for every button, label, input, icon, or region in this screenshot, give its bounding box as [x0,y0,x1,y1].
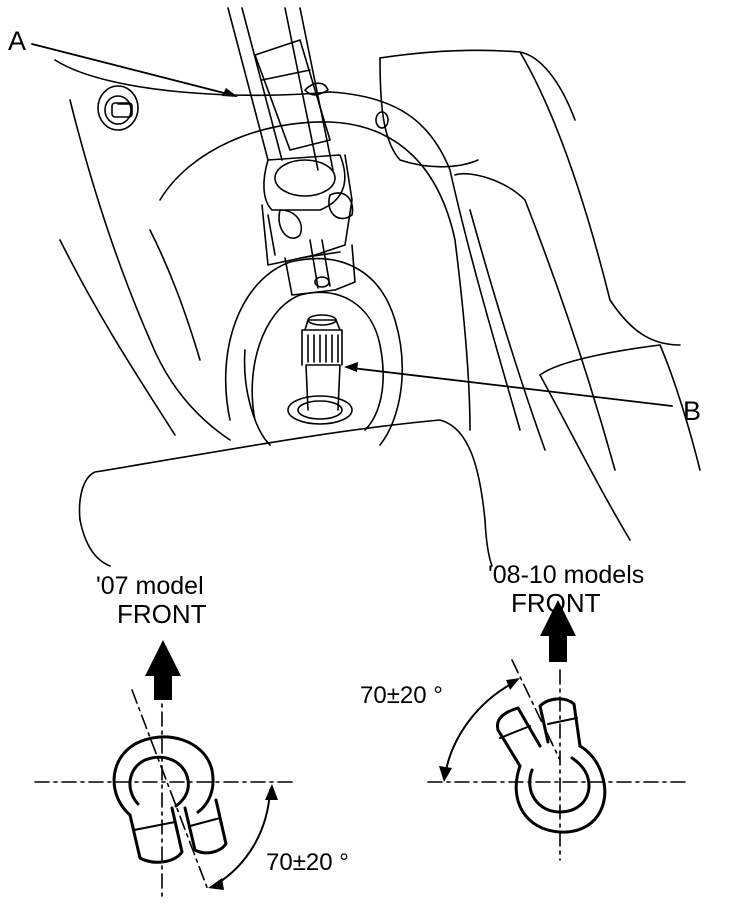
column-boot [224,257,404,446]
floor-panel-outline [54,49,701,541]
right-front-label: FRONT [511,588,601,618]
right-angle-label: 70±20 ° [360,682,443,709]
left-angle-label: 70±20 ° [266,849,349,876]
cover-panel [78,419,493,567]
steering-joint [227,7,356,296]
hole-mark [375,111,389,129]
left-model-label: '07 model [96,572,204,600]
detail-07-clip [34,640,293,901]
bolt-head [97,85,139,131]
callout-leaders [31,43,673,407]
left-front-label: FRONT [117,599,207,629]
detail-08-10-clip [427,600,689,861]
arrowhead-a [222,88,238,97]
arrowhead-b [344,362,358,372]
callout-label-b: B [683,396,702,426]
right-model-label: '08-10 models [488,561,645,589]
pinion-shaft [287,314,353,425]
callout-label-a: A [8,26,27,56]
